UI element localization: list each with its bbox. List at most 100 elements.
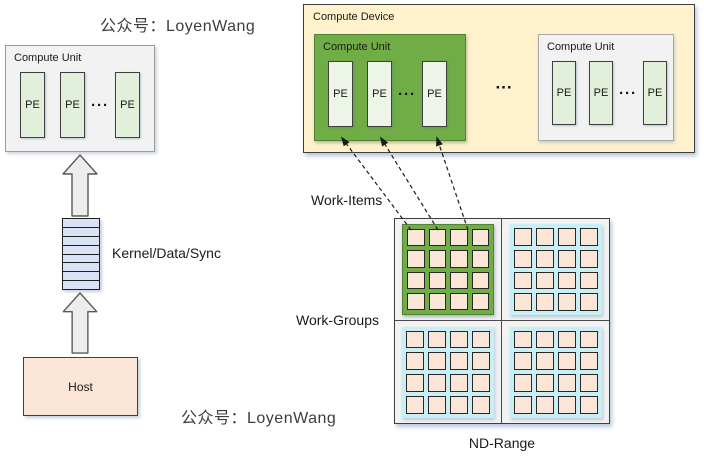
brand-text-bottom: 公众号：LoyenWang xyxy=(181,410,337,427)
work-item-cell xyxy=(557,330,576,349)
work-group xyxy=(402,326,494,418)
queue-slat xyxy=(63,272,99,282)
work-item-cell xyxy=(557,374,576,392)
pe-row: PE PE ··· PE xyxy=(315,61,465,127)
work-item-cell xyxy=(428,330,446,349)
work-item-cell xyxy=(450,271,468,289)
queue-slat xyxy=(63,263,99,273)
ellipsis-dots: ··· xyxy=(91,96,109,114)
work-item-cell xyxy=(513,293,532,311)
work-item-cell xyxy=(579,352,598,370)
work-item-cell xyxy=(450,292,468,310)
pe-row: PE PE ··· PE xyxy=(6,72,154,138)
work-item-cell xyxy=(513,330,532,349)
work-item-cell xyxy=(472,352,490,370)
work-item-cell xyxy=(535,330,554,349)
work-item-cell xyxy=(428,250,446,268)
work-item-cell xyxy=(535,293,554,311)
queue-slat xyxy=(63,227,99,237)
work-item-cell xyxy=(471,292,489,310)
queue-slat xyxy=(63,281,99,289)
work-item-cell xyxy=(471,250,489,268)
pe-box: PE xyxy=(643,61,667,125)
compute-unit-title: Compute Unit xyxy=(547,41,615,53)
host-label: Host xyxy=(68,379,93,394)
work-item-cell xyxy=(472,395,490,414)
ellipsis-dots: ··· xyxy=(398,85,416,103)
work-groups-label: Work-Groups xyxy=(296,312,379,328)
compute-unit-gray-box: Compute Unit PE PE ··· PE xyxy=(538,34,674,141)
work-item-cell xyxy=(513,228,532,246)
pe-box: PE xyxy=(115,72,140,138)
kernel-data-sync-label: Kernel/Data/Sync xyxy=(112,245,221,261)
queue-slat xyxy=(63,219,99,228)
queue-slat xyxy=(63,236,99,246)
work-item-cell xyxy=(513,395,532,414)
work-item-cell xyxy=(407,271,425,289)
nd-range-quadrant xyxy=(395,219,502,321)
nd-range-quadrant xyxy=(502,219,609,321)
work-item-cell xyxy=(513,352,532,370)
work-item-cell xyxy=(557,228,576,246)
work-item-cell xyxy=(406,374,424,392)
work-item-cell xyxy=(557,249,576,268)
work-item-cell xyxy=(407,292,425,310)
work-item-cell xyxy=(513,374,532,392)
work-item-cell xyxy=(450,250,468,268)
pe-box: PE xyxy=(367,61,392,127)
pe-box: PE xyxy=(328,61,353,127)
work-item-cell xyxy=(407,229,425,247)
work-item-cell xyxy=(428,352,446,370)
host-compute-unit-box: Compute Unit PE PE ··· PE xyxy=(5,45,155,152)
queue-slat xyxy=(63,254,99,264)
work-item-cell xyxy=(579,395,598,414)
work-item-cell xyxy=(579,271,598,290)
compute-unit-title: Compute Unit xyxy=(323,41,391,53)
work-item-cell xyxy=(535,228,554,246)
brand-text-top: 公众号：LoyenWang xyxy=(100,18,256,35)
compute-unit-green-box: Compute Unit PE PE ··· PE xyxy=(314,34,466,141)
compute-device-title: Compute Device xyxy=(313,11,395,23)
work-item-cell xyxy=(557,395,576,414)
work-item-cell xyxy=(557,352,576,370)
block-arrow-up-icon xyxy=(62,292,98,354)
pe-box: PE xyxy=(422,61,447,127)
work-item-cell xyxy=(557,271,576,290)
work-item-cell xyxy=(579,374,598,392)
work-items-label: Work-Items xyxy=(311,192,383,208)
compute-unit-title: Compute Unit xyxy=(14,52,82,64)
work-item-cell xyxy=(513,249,532,268)
queue-slat xyxy=(63,245,99,255)
pe-box: PE xyxy=(552,61,576,125)
work-group xyxy=(509,224,602,315)
work-item-cell xyxy=(579,228,598,246)
work-item-cell xyxy=(407,250,425,268)
work-item-cell xyxy=(406,330,424,349)
work-item-cell xyxy=(472,374,490,392)
work-item-cell xyxy=(471,229,489,247)
work-item-cell xyxy=(450,374,468,392)
work-item-cell xyxy=(406,352,424,370)
work-item-cell xyxy=(428,395,446,414)
pe-box: PE xyxy=(20,72,45,138)
work-group xyxy=(509,326,602,418)
work-item-cell xyxy=(450,395,468,414)
work-item-cell xyxy=(535,374,554,392)
work-item-cell xyxy=(471,271,489,289)
nd-range-box xyxy=(394,218,610,424)
ellipsis-dots: ··· xyxy=(619,84,637,102)
work-item-cell xyxy=(535,352,554,370)
work-item-cell xyxy=(450,229,468,247)
block-arrow-up-icon xyxy=(62,154,98,217)
work-item-cell xyxy=(428,229,446,247)
host-box: Host xyxy=(23,357,138,416)
compute-device-box: Compute Device Compute Unit PE PE ··· PE… xyxy=(303,4,695,153)
work-item-cell xyxy=(428,271,446,289)
work-item-cell xyxy=(557,293,576,311)
work-item-cell xyxy=(472,330,490,349)
work-item-cell xyxy=(579,293,598,311)
ellipsis-dots: ··· xyxy=(495,77,513,97)
work-item-cell xyxy=(406,395,424,414)
command-queue xyxy=(62,218,100,290)
